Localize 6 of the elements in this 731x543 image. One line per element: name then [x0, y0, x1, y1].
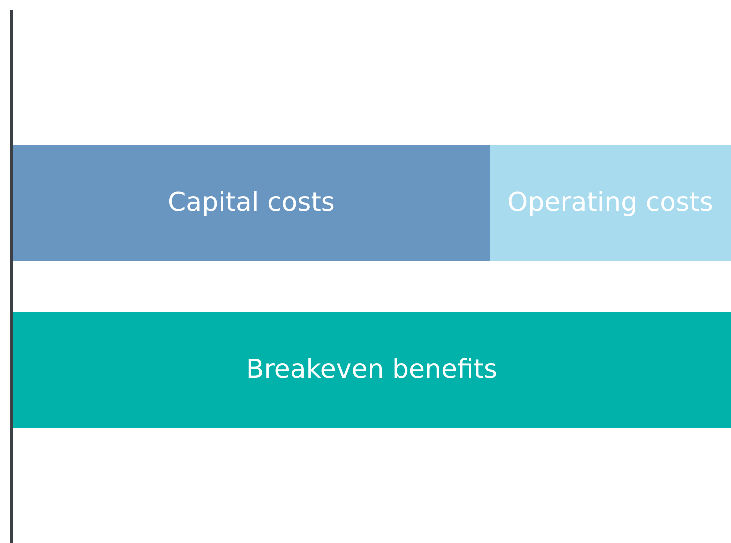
bar-label: Capital costs [168, 188, 335, 218]
capital-costs-bar [13, 145, 490, 261]
bar-label: Operating costs [508, 188, 714, 218]
operating-costs-bar [490, 145, 731, 261]
breakeven-benefits-bar [13, 312, 731, 428]
bar-label: Breakeven benefits [246, 355, 498, 385]
